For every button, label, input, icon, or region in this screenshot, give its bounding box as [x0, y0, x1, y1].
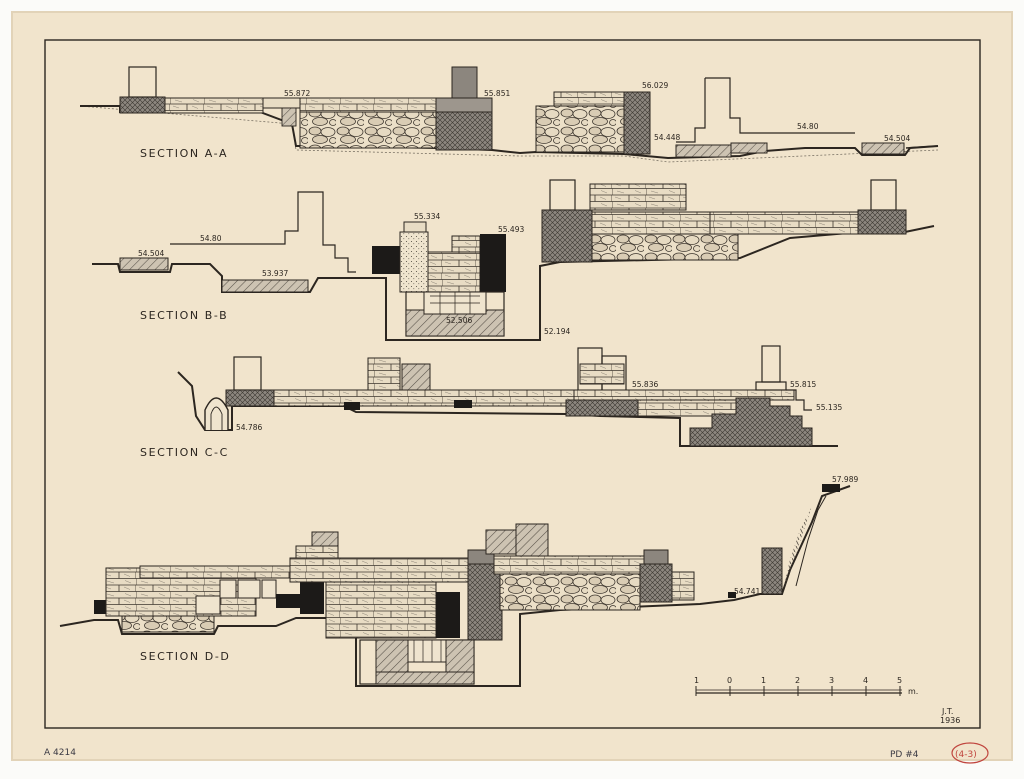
scale-tick-label: 4 — [863, 676, 868, 685]
black-block — [436, 592, 460, 638]
paper-sheet — [12, 12, 1012, 760]
section-label-a-a: SECTION A-A — [140, 147, 228, 160]
elevation-label: 54.741 — [734, 587, 760, 596]
section-a-a — [79, 66, 939, 163]
section-d-d — [59, 484, 851, 687]
scale-tick-label: 1 — [761, 676, 766, 685]
scale-bar: 1 0 1 2 3 4 5 m. — [694, 676, 918, 696]
black-block — [480, 234, 506, 292]
elevations-b-b: 54.504 54.80 53.937 55.334 55.493 52.506… — [138, 212, 570, 336]
sheet-id: A 4214 — [44, 748, 76, 758]
elevation-label: 54.80 — [200, 234, 222, 243]
elevation-label: 55.851 — [484, 89, 510, 98]
plate-number: PD #4 — [890, 750, 919, 760]
elevation-label: 57.989 — [832, 475, 858, 484]
elevations-c-c: 54.786 55.836 55.815 55.135 — [236, 380, 842, 432]
stepped-foundation — [689, 397, 813, 447]
elevation-label: 52.506 — [446, 316, 472, 325]
elevation-label: 54.504 — [138, 249, 164, 258]
scale-tick-label: 5 — [897, 676, 902, 685]
ashlar-course — [164, 97, 264, 114]
section-label-b-b: SECTION B-B — [140, 309, 228, 322]
ashlar-course — [273, 389, 575, 407]
elevation-label: 55.493 — [498, 225, 524, 234]
wall-section-cut — [467, 563, 503, 641]
signature-initials: J.T. — [941, 707, 953, 716]
signature-year: 1936 — [940, 716, 960, 725]
elevation-label: 56.029 — [642, 81, 668, 90]
elevation-label: 52.194 — [544, 327, 570, 336]
black-block — [300, 582, 324, 614]
elevation-label: 55.836 — [632, 380, 658, 389]
profile-outline — [170, 191, 356, 273]
scale-tick-label: 2 — [795, 676, 800, 685]
scale-unit: m. — [908, 687, 918, 696]
scale-tick-label: 0 — [727, 676, 732, 685]
plate-stamp-circle — [951, 742, 989, 764]
rubble-wall — [299, 111, 439, 149]
elevations-d-d: 57.989 54.741 — [734, 475, 858, 596]
ground-profile-b — [92, 225, 935, 341]
elevation-label: 54.80 — [797, 122, 819, 131]
elevation-label: 54.448 — [654, 133, 680, 142]
profile-outline — [705, 77, 855, 134]
section-label-c-c: SECTION C-C — [140, 446, 229, 459]
drawing-frame — [44, 39, 981, 729]
section-c-c — [177, 345, 838, 447]
elevation-label: 54.786 — [236, 423, 262, 432]
column-outline — [128, 66, 157, 98]
elevation-label: 55.815 — [790, 380, 816, 389]
wall-block — [119, 96, 166, 114]
plate-sub-number: (4-3) — [955, 750, 977, 760]
elevation-label: 55.334 — [414, 212, 440, 221]
elevations-a-a: 55.872 55.851 56.029 54.448 54.80 54.504 — [284, 81, 910, 143]
elevation-label: 55.872 — [284, 89, 310, 98]
elevation-label: 53.937 — [262, 269, 288, 278]
elevation-label: 54.504 — [884, 134, 910, 143]
black-block — [372, 246, 400, 274]
scale-tick-label: 3 — [829, 676, 834, 685]
section-b-b — [92, 179, 935, 341]
section-label-d-d: SECTION D-D — [140, 650, 230, 663]
scale-tick-label: 1 — [694, 676, 699, 685]
wall-section-cut — [435, 111, 493, 151]
elevation-label: 55.135 — [816, 403, 842, 412]
